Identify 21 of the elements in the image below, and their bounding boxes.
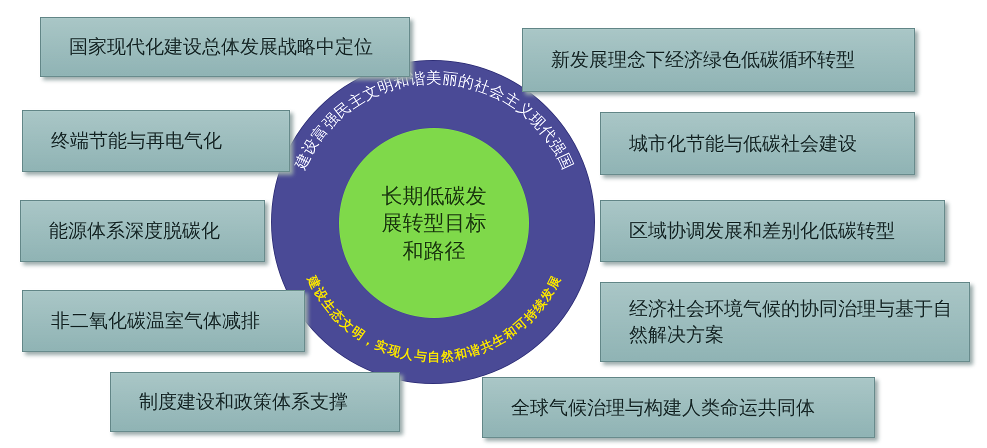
topic-box <box>110 372 400 432</box>
topic-box <box>22 290 305 352</box>
box-text: 新发展理念下经济绿色低碳循环转型 <box>551 48 855 73</box>
box-text: 能源体系深度脱碳化 <box>49 219 220 244</box>
box-text: 区域协调发展和差别化低碳转型 <box>629 219 895 244</box>
topic-box <box>522 28 915 92</box>
box-text: 制度建设和政策体系支撑 <box>139 390 348 415</box>
arc-text: 建设生态文明，实现人与自然和谐共生和可持续发展 <box>305 272 563 364</box>
box-text: 非二氧化碳温室气体减排 <box>51 309 260 334</box>
box-text: 城市化节能与低碳社会建设 <box>629 132 857 156</box>
box-text: 全球气候治理与构建人类命运共同体 <box>511 396 815 420</box>
topic-box <box>20 200 265 262</box>
topic-box <box>482 377 875 438</box>
circle-title: 长期低碳发展转型目标和路径 <box>380 183 488 265</box>
topic-box <box>600 200 945 262</box>
box-text: 经济社会环境气候的协同治理与基于自然解决方案 <box>629 297 953 348</box>
topic-box <box>22 110 290 172</box>
box-text: 国家现代化建设总体发展战略中定位 <box>69 35 373 60</box>
box-text: 终端节能与再电气化 <box>51 129 222 154</box>
topic-box <box>600 282 970 362</box>
topic-box <box>600 112 915 175</box>
